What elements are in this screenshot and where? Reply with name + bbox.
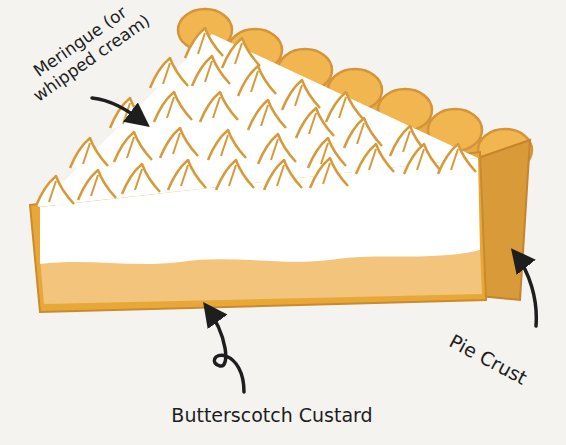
meringue-peak (185, 28, 223, 58)
part-label: Pie Crust (446, 331, 531, 390)
meringue-peak (168, 160, 206, 190)
meringue-peak (192, 56, 230, 86)
meringue-peak (114, 132, 152, 162)
meringue-peak (78, 170, 116, 200)
meringue-peak (222, 38, 260, 68)
meringue-peak (70, 138, 108, 168)
meringue-peak (208, 130, 246, 160)
meringue-peak (154, 92, 192, 122)
leader-arrow (514, 252, 536, 326)
meringue-peak (356, 144, 394, 174)
meringue-peak (264, 160, 302, 190)
meringue-peak (296, 108, 334, 138)
part-label: Butterscotch Custard (171, 405, 372, 427)
meringue-peak (258, 134, 296, 164)
meringue-peak (150, 58, 188, 88)
meringue-peak (326, 92, 364, 122)
leader-arrow (92, 98, 146, 124)
meringue-peak (122, 164, 160, 194)
leader-arrow (206, 306, 244, 392)
meringue-peak (238, 66, 276, 96)
part-label: Meringue (or whipped cream) (13, 0, 158, 109)
meringue-peak (438, 144, 476, 174)
meringue-peak (36, 176, 74, 206)
meringue-peak (216, 160, 254, 190)
meringue-peak (310, 158, 348, 188)
meringue-peak (282, 80, 320, 110)
meringue-peak (404, 144, 442, 174)
meringue-peak (248, 100, 286, 130)
meringue-peak (200, 92, 238, 122)
meringue-peak (160, 128, 198, 158)
